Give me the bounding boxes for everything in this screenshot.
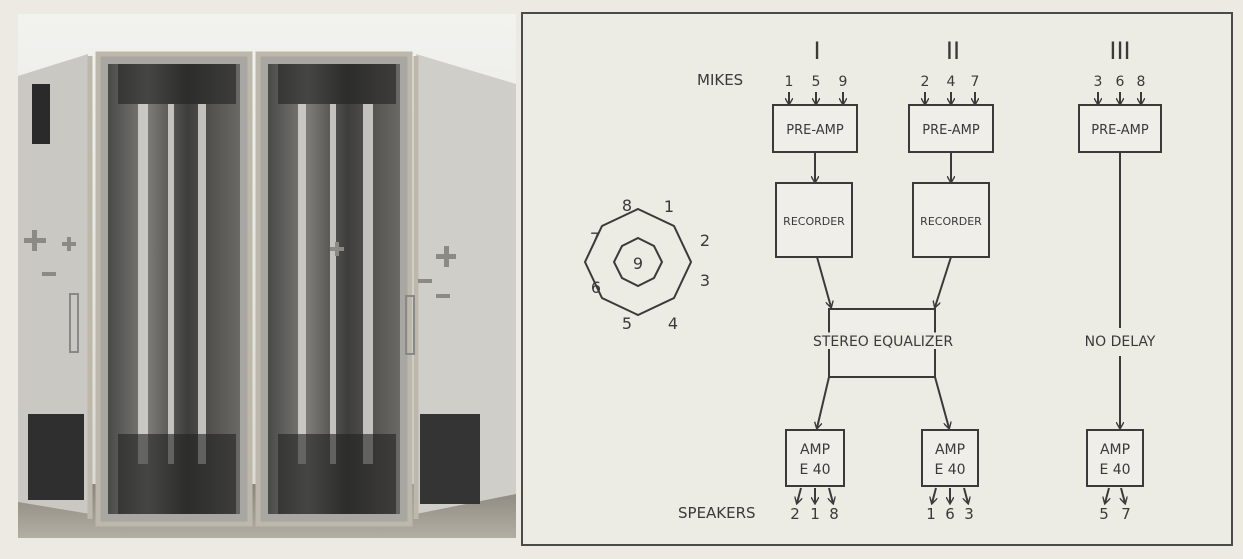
mike-number: 4 (947, 74, 956, 90)
mike-number: 8 (1137, 74, 1146, 90)
octagonal-booth-image (18, 14, 516, 538)
arrow-recorder-equalizer-1 (817, 257, 831, 307)
amp-label: AMP (935, 442, 965, 458)
speaker-number: 5 (1099, 505, 1109, 523)
mike-number: 5 (812, 74, 821, 90)
mike-number: 7 (971, 74, 980, 90)
octagon-number: 4 (668, 314, 678, 333)
arrow-equalizer-amp-1 (817, 377, 829, 428)
no-delay-label: NO DELAY (1085, 334, 1156, 350)
wiring-diagram: I II III MIKES 1 5 9 2 4 7 3 6 8 PRE-AMP… (521, 12, 1233, 546)
mike-number: 6 (1116, 74, 1125, 90)
amp-model: E 40 (799, 462, 830, 478)
mike-number: 1 (785, 74, 794, 90)
arrow-recorder-equalizer-2 (935, 257, 951, 307)
octagon-number: 5 (622, 314, 632, 333)
preamp-label: PRE-AMP (786, 123, 844, 138)
octagon-number: 1 (664, 197, 674, 216)
octagon-number: 7 (590, 229, 600, 248)
speaker-number: 8 (829, 505, 839, 523)
recorder-label: RECORDER (920, 215, 982, 228)
mikes-label: MIKES (697, 71, 743, 89)
recorder-label: RECORDER (783, 215, 845, 228)
octagon-number: 8 (622, 196, 632, 215)
octagon-layout: 9 1 2 3 4 5 6 7 8 (585, 196, 710, 333)
amp-model: E 40 (934, 462, 965, 478)
amp-model: E 40 (1099, 462, 1130, 478)
speaker-number: 6 (945, 505, 955, 523)
speaker-number: 3 (964, 505, 974, 523)
speaker-output-arrows (797, 488, 1125, 503)
diagram-canvas: I II III MIKES 1 5 9 2 4 7 3 6 8 PRE-AMP… (523, 14, 1231, 544)
mike-number: 9 (839, 74, 848, 90)
preamp-label: PRE-AMP (922, 123, 980, 138)
speaker-number: 1 (926, 505, 936, 523)
mike-number: 2 (921, 74, 930, 90)
amp-label: AMP (1100, 442, 1130, 458)
speaker-number: 1 (810, 505, 820, 523)
stereo-equalizer-label: STEREO EQUALIZER (813, 334, 953, 350)
amp-label: AMP (800, 442, 830, 458)
channel-numeral-1: I (813, 37, 820, 65)
channel-numeral-3: III (1109, 37, 1130, 65)
speaker-number: 2 (790, 505, 800, 523)
octagon-center-number: 9 (633, 254, 643, 273)
arrow-equalizer-amp-2 (935, 377, 949, 428)
speaker-number: 7 (1121, 505, 1131, 523)
mike-number: 3 (1094, 74, 1103, 90)
octagon-number: 3 (700, 271, 710, 290)
channel-numeral-2: II (946, 37, 960, 65)
speakers-label: SPEAKERS (678, 504, 756, 522)
octagon-number: 6 (591, 278, 601, 297)
octagon-number: 2 (700, 231, 710, 250)
installation-photo (18, 14, 516, 538)
mike-input-arrows (789, 92, 1141, 104)
preamp-label: PRE-AMP (1091, 123, 1149, 138)
